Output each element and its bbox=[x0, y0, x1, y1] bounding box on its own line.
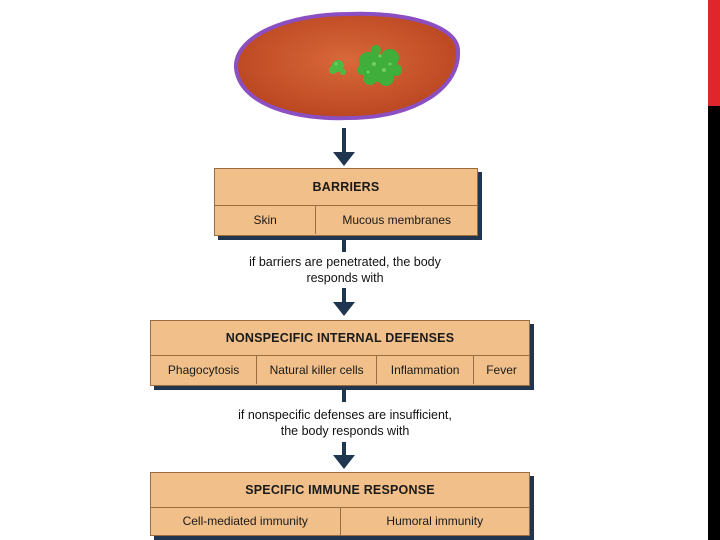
arrow-down-3 bbox=[333, 442, 355, 470]
defense-item: Phagocytosis bbox=[151, 356, 258, 384]
arrow-down-2 bbox=[333, 288, 355, 318]
barriers-title: BARRIERS bbox=[215, 169, 477, 206]
connector-2-line2: the body responds with bbox=[280, 424, 410, 438]
specific-box: SPECIFIC IMMUNE RESPONSE Cell-mediated i… bbox=[150, 472, 530, 536]
cell-body bbox=[233, 11, 461, 121]
defense-item: Fever bbox=[486, 363, 517, 377]
specific-title: SPECIFIC IMMUNE RESPONSE bbox=[151, 473, 529, 508]
response-item: Cell-mediated immunity bbox=[151, 508, 341, 535]
arrow-down-1 bbox=[333, 128, 355, 166]
barriers-row: Skin Mucous membranes bbox=[215, 206, 477, 234]
connector-line-1 bbox=[342, 236, 346, 252]
connector-text-2: if nonspecific defenses are insufficient… bbox=[222, 407, 468, 439]
slide-edge-red-accent bbox=[708, 0, 720, 106]
nonspecific-title: NONSPECIFIC INTERNAL DEFENSES bbox=[151, 321, 529, 356]
slide-edge-black-bar bbox=[708, 0, 720, 540]
nonspecific-box: NONSPECIFIC INTERNAL DEFENSES Phagocytos… bbox=[150, 320, 530, 386]
connector-1-line1: if barriers are penetrated, the body bbox=[249, 255, 441, 269]
defense-item: Inflammation bbox=[377, 356, 475, 384]
specific-row: Cell-mediated immunity Humoral immunity bbox=[151, 508, 529, 535]
response-item: Humoral immunity bbox=[386, 514, 484, 528]
barrier-item: Mucous membranes bbox=[342, 213, 452, 227]
connector-text-1: if barriers are penetrated, the body res… bbox=[230, 254, 460, 286]
nucleus-cluster-large bbox=[357, 45, 402, 86]
barrier-item: Skin bbox=[215, 206, 317, 234]
connector-line-2 bbox=[342, 386, 346, 402]
infected-cell-illustration bbox=[233, 11, 461, 121]
connector-1-line2: responds with bbox=[306, 271, 384, 285]
connector-2-line1: if nonspecific defenses are insufficient… bbox=[238, 408, 452, 422]
barriers-box: BARRIERS Skin Mucous membranes bbox=[214, 168, 478, 236]
defense-item: Natural killer cells bbox=[257, 356, 378, 384]
nonspecific-row: Phagocytosis Natural killer cells Inflam… bbox=[151, 356, 529, 384]
